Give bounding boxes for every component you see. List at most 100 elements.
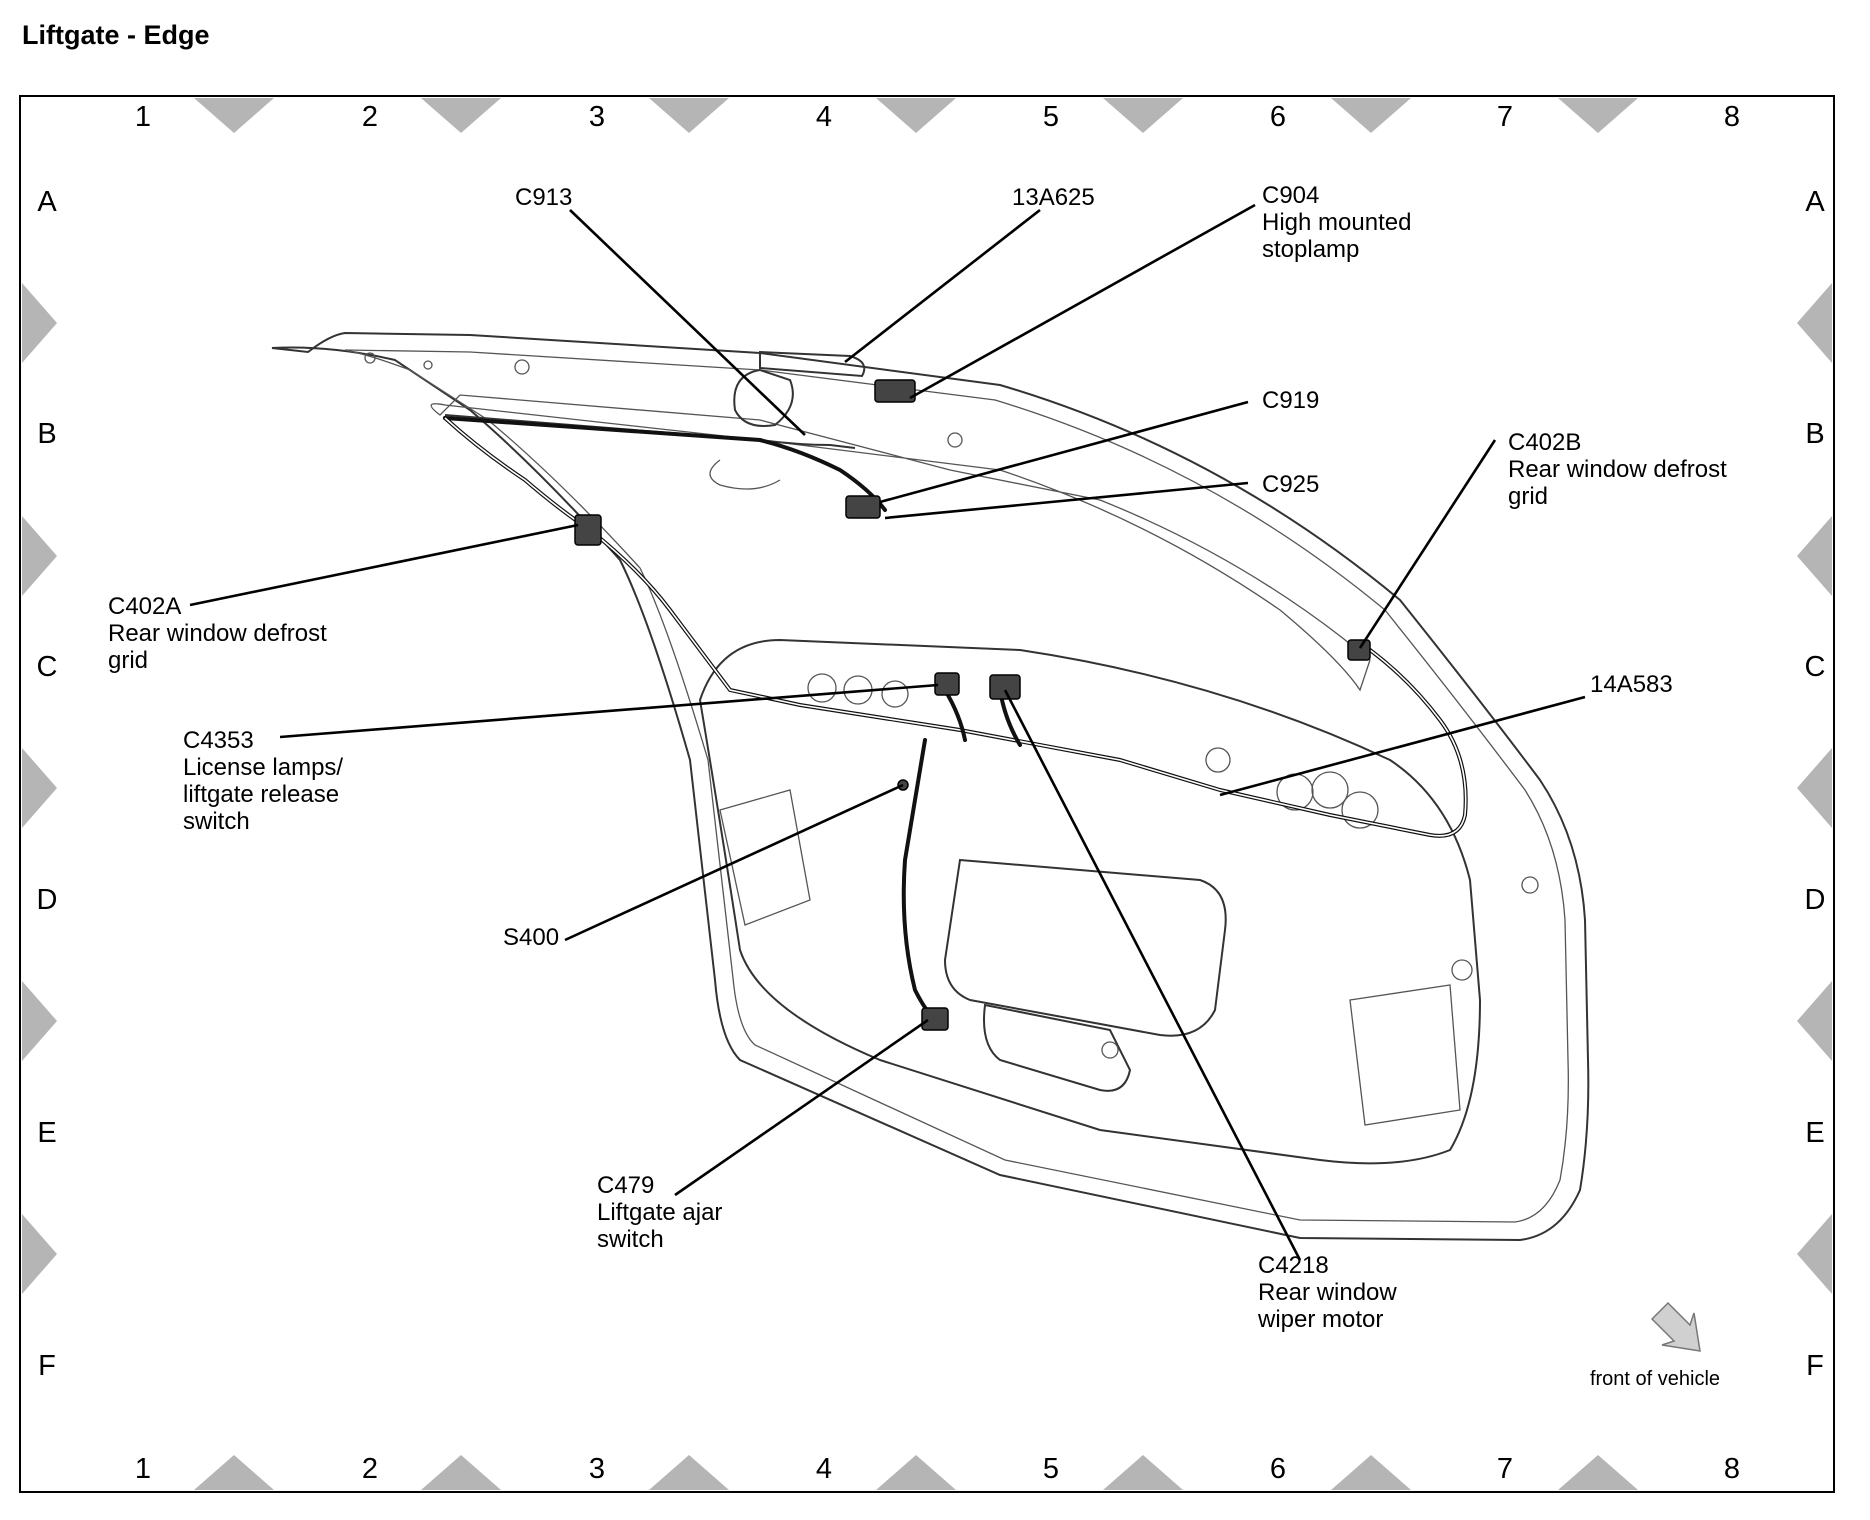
grid-marker — [1797, 1214, 1832, 1294]
callout-c4218-line: Rear window — [1258, 1279, 1397, 1306]
grid-column-label: 2 — [362, 1453, 378, 1485]
callout-c402b-line: C402B — [1508, 429, 1581, 456]
harness-upper — [443, 416, 887, 512]
page-title: Liftgate - Edge — [22, 20, 210, 50]
window-opening — [430, 394, 1371, 692]
harness-c4353-branch — [943, 688, 967, 742]
callout-c904: C904 High mounted stoplamp — [1262, 182, 1411, 263]
grid-marker — [876, 1455, 956, 1490]
leader-c4218 — [1003, 689, 1302, 1261]
callout-c4218-line: C4218 — [1258, 1252, 1329, 1279]
leader-14a583 — [1219, 695, 1586, 797]
grid-column-label: 4 — [816, 101, 832, 133]
grid-marker — [194, 98, 274, 133]
mount-hole — [1205, 747, 1231, 773]
callout-s400-line: S400 — [503, 924, 559, 951]
diagram-frame — [19, 95, 1835, 1493]
callout-c402b-line: Rear window defrost — [1508, 456, 1727, 483]
grid-row-label: C — [37, 651, 58, 683]
callout-c402b: C402B Rear window defrost grid — [1508, 429, 1727, 510]
leader-c904 — [909, 203, 1256, 400]
leader-c913 — [569, 209, 806, 436]
inner-panel — [698, 638, 1482, 1165]
connector-c402a — [574, 514, 602, 546]
callout-c919: C919 — [1262, 387, 1319, 414]
grid-row-label: C — [1805, 651, 1826, 683]
callout-c402a: C402A Rear window defrost grid — [108, 593, 327, 674]
leader-13a625 — [844, 208, 1041, 364]
grid-marker — [22, 1214, 57, 1294]
grid-columns-bottom: 1 2 3 4 5 6 7 8 — [135, 1453, 1740, 1485]
leader-s400 — [564, 783, 904, 942]
callout-c402a-line: C402A — [108, 593, 181, 620]
callout-c4353-line: C4353 — [183, 727, 254, 754]
callout-c479-line: Liftgate ajar — [597, 1199, 722, 1226]
mount-hole — [1521, 876, 1539, 894]
liftgate-outline — [271, 331, 1590, 1242]
callout-c913: C913 — [515, 184, 572, 211]
callout-c4353-line: switch — [183, 808, 250, 835]
mount-hole — [1341, 791, 1379, 829]
washer-tank — [709, 459, 781, 490]
connector-c904 — [874, 379, 916, 403]
callout-13a625-line: 13A625 — [1012, 184, 1095, 211]
grid-row-label: D — [1805, 884, 1826, 916]
grid-marker — [1797, 748, 1832, 828]
callout-c4353: C4353 License lamps/ liftgate release sw… — [183, 727, 343, 835]
grid-marker — [22, 283, 57, 363]
handle-recess — [943, 858, 1227, 1037]
grid-column-label: 7 — [1497, 101, 1513, 133]
license-bracket — [983, 1003, 1132, 1092]
grid-column-label: 1 — [135, 101, 151, 133]
leader-c4353 — [279, 683, 939, 739]
callout-c402b-line: grid — [1508, 483, 1548, 510]
callout-c904-line: High mounted — [1262, 209, 1411, 236]
grid-column-label: 1 — [135, 1453, 151, 1485]
callout-14a583: 14A583 — [1590, 671, 1673, 698]
harness-drop — [901, 738, 937, 1022]
grid-markers — [22, 98, 1832, 1490]
grid-marker — [22, 516, 57, 596]
leader-c925 — [884, 481, 1249, 520]
callout-c904-line: stoplamp — [1262, 236, 1359, 263]
liftgate-body — [271, 331, 1590, 1242]
grid-marker — [649, 98, 729, 133]
callout-c479-line: switch — [597, 1226, 664, 1253]
grid-marker — [1797, 981, 1832, 1061]
grid-marker — [421, 1455, 501, 1490]
grid-column-label: 5 — [1043, 1453, 1059, 1485]
mount-hole — [423, 360, 433, 370]
callout-c479-line: C479 — [597, 1172, 654, 1199]
grid-row-label: A — [37, 186, 57, 218]
mount-hole — [514, 359, 530, 375]
mount-hole — [1451, 959, 1473, 981]
grid-marker — [1103, 1455, 1183, 1490]
grid-row-label: E — [1805, 1117, 1824, 1149]
grid-marker — [1331, 1455, 1411, 1490]
grid-marker — [194, 1455, 274, 1490]
callout-c402a-line: Rear window defrost — [108, 620, 327, 647]
grid-marker — [1103, 98, 1183, 133]
right-pocket — [1349, 984, 1461, 1126]
leader-c919 — [879, 400, 1249, 504]
grid-marker — [1797, 516, 1832, 596]
grid-column-label: 5 — [1043, 101, 1059, 133]
harness-left-run-core — [444, 417, 1467, 837]
grid-rows-left: A B C D E F — [37, 186, 58, 1382]
grid-marker — [421, 98, 501, 133]
orientation-label: front of vehicle — [1590, 1368, 1720, 1390]
leader-lines — [189, 203, 1586, 1261]
connector-c4353 — [934, 672, 960, 696]
connector-c919 — [845, 495, 881, 519]
grid-column-label: 3 — [589, 101, 605, 133]
grid-column-label: 6 — [1270, 1453, 1286, 1485]
callout-c919-line: C919 — [1262, 387, 1319, 414]
orientation-indicator: front of vehicle — [1590, 1301, 1720, 1390]
callout-s400: S400 — [503, 924, 559, 951]
connector-c402b — [1347, 639, 1371, 661]
mount-hole — [807, 673, 837, 703]
callout-c479: C479 Liftgate ajar switch — [597, 1172, 722, 1253]
mount-hole — [947, 432, 963, 448]
grid-marker — [649, 1455, 729, 1490]
grid-marker — [876, 98, 956, 133]
